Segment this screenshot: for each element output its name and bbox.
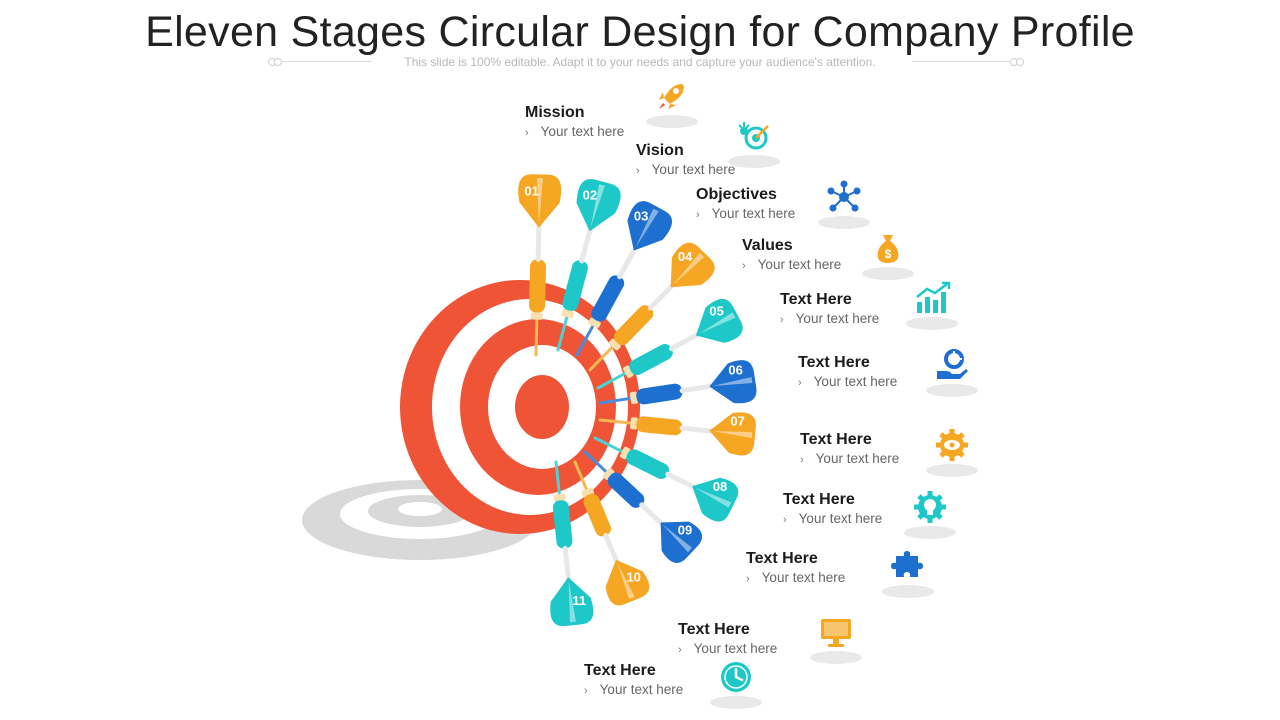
- gear-bulb-icon: [904, 487, 956, 539]
- stage-heading: Text Here: [800, 431, 872, 448]
- dart-number: 04: [678, 249, 693, 264]
- dart-number: 11: [572, 593, 586, 608]
- stage-text: ›Your text here: [783, 511, 883, 526]
- svg-text:$: $: [885, 247, 892, 261]
- dart-04: 04: [588, 242, 715, 372]
- dart-01: 01: [518, 174, 562, 357]
- stage-label-6: Text Here ›Your text here: [798, 353, 897, 392]
- stage-text-value: Your text here: [813, 374, 898, 389]
- stage-label-2: Vision ›Your text here: [636, 141, 735, 180]
- stage-text-value: Your text here: [798, 511, 883, 526]
- dart-number: 07: [730, 414, 744, 429]
- stage-label-7: Text Here ›Your text here: [800, 430, 899, 469]
- dart-number: 03: [634, 209, 648, 224]
- title-divider-right: [912, 58, 1024, 66]
- stage-heading: Vision: [636, 142, 684, 159]
- stage-text: ›Your text here: [742, 257, 842, 272]
- dart-number: 06: [728, 362, 742, 377]
- dart-number: 05: [709, 303, 723, 318]
- hand-pie-chart-icon: [926, 345, 978, 397]
- monitor-icon: [810, 612, 862, 664]
- stage-heading: Text Here: [584, 662, 656, 679]
- stage-label-1: Mission ›Your text here: [525, 103, 624, 142]
- stage-text: ›Your text here: [800, 451, 900, 466]
- stage-text: ›Your text here: [525, 124, 625, 139]
- stage-text-value: Your text here: [599, 682, 684, 697]
- idea-target-icon: [728, 116, 780, 168]
- stage-text: ›Your text here: [678, 641, 778, 656]
- stage-text-value: Your text here: [693, 641, 778, 656]
- stage-heading: Objectives: [696, 186, 777, 203]
- stage-text: ›Your text here: [584, 682, 684, 697]
- stage-label-4: Values ›Your text here: [742, 236, 841, 275]
- stage-text-value: Your text here: [795, 311, 880, 326]
- stage-heading: Text Here: [678, 621, 750, 638]
- stage-text-value: Your text here: [757, 257, 842, 272]
- stage-text-value: Your text here: [651, 162, 736, 177]
- stage-heading: Mission: [525, 104, 585, 121]
- dart-10: 10: [573, 460, 650, 606]
- money-bag-icon: $: [862, 228, 914, 280]
- network-icon: [818, 177, 870, 229]
- growth-chart-icon: [906, 278, 958, 330]
- stage-heading: Text Here: [783, 491, 855, 508]
- dart-number: 09: [678, 522, 692, 537]
- stage-label-3: Objectives ›Your text here: [696, 185, 795, 224]
- dart-05: 05: [596, 298, 743, 390]
- stage-label-11: Text Here ›Your text here: [584, 661, 683, 700]
- rocket-icon: [646, 76, 698, 128]
- stage-text: ›Your text here: [636, 162, 736, 177]
- dart-11: 11: [550, 460, 594, 627]
- dart-09: 09: [583, 450, 703, 564]
- stage-heading: Text Here: [746, 550, 818, 567]
- slide-title: Eleven Stages Circular Design for Compan…: [145, 8, 1135, 56]
- stage-text: ›Your text here: [798, 374, 898, 389]
- stage-heading: Text Here: [780, 291, 852, 308]
- dart-08: 08: [593, 436, 739, 522]
- stage-label-5: Text Here ›Your text here: [780, 290, 879, 329]
- clock-icon: [710, 657, 762, 709]
- stage-heading: Text Here: [798, 354, 870, 371]
- dart-number: 01: [524, 184, 538, 199]
- stage-text: ›Your text here: [746, 570, 846, 585]
- dart-number: 02: [583, 187, 597, 202]
- dart-number: 08: [713, 479, 727, 494]
- stage-text-value: Your text here: [540, 124, 625, 139]
- dart-03: 03: [575, 201, 672, 357]
- stage-text-value: Your text here: [711, 206, 796, 221]
- stage-text: ›Your text here: [696, 206, 796, 221]
- dart-06: 06: [598, 360, 757, 405]
- stage-text-value: Your text here: [815, 451, 900, 466]
- gear-eye-icon: [926, 425, 978, 477]
- stage-text: ›Your text here: [780, 311, 880, 326]
- darts-group: 01 02 03 04 05 06 07 08 09 10 11: [518, 174, 757, 627]
- dart-07: 07: [598, 412, 756, 456]
- stage-label-10: Text Here ›Your text here: [678, 620, 777, 659]
- title-divider-left: [268, 58, 372, 66]
- stage-label-9: Text Here ›Your text here: [746, 549, 845, 588]
- stage-label-8: Text Here ›Your text here: [783, 490, 882, 529]
- dart-02: 02: [556, 178, 621, 352]
- slide-subtitle: This slide is 100% editable. Adapt it to…: [404, 55, 876, 69]
- dart-number: 10: [626, 569, 640, 584]
- puzzle-icon: [882, 546, 934, 598]
- stage-heading: Values: [742, 237, 793, 254]
- stage-text-value: Your text here: [761, 570, 846, 585]
